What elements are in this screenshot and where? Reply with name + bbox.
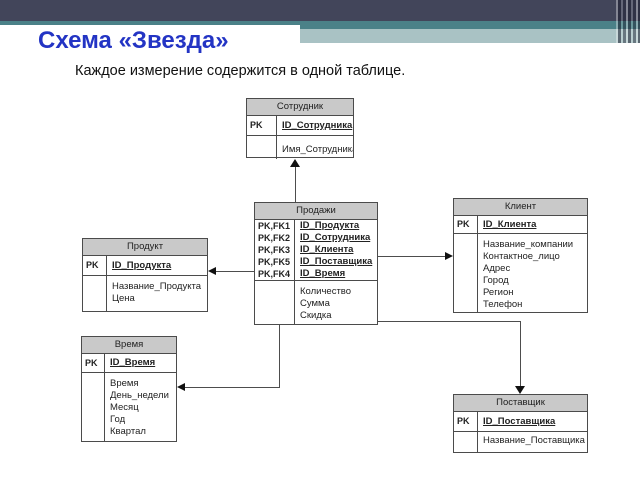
banner-teal-stripe: [0, 21, 640, 25]
banner-teal-stripe-right: [300, 25, 640, 29]
connector-prodazhi-sotrudnik: [295, 167, 296, 202]
attr-field: Адрес: [483, 263, 511, 274]
pk-label: PK,FK5: [258, 257, 291, 267]
empty-key-cell: [83, 276, 107, 311]
pk-label: PK: [86, 260, 99, 270]
attr-field: Название_Продукта: [112, 281, 202, 292]
attr-field: Квартал: [110, 426, 146, 437]
empty-key-cell: [247, 136, 277, 159]
arrowhead-right-icon: [445, 252, 453, 260]
slide-title: Схема «Звезда»: [38, 27, 229, 54]
connector-prodazhi-postavshchik-horizontal: [378, 321, 521, 322]
key-field: ID_Клиента: [300, 244, 354, 255]
empty-key-cell: [454, 234, 478, 312]
banner-sage-band: [300, 29, 640, 43]
attr-field: Сумма: [300, 298, 330, 309]
connector-prodazhi-klient: [378, 256, 446, 257]
table-title: Продажи: [255, 203, 377, 220]
arrowhead-down-icon: [515, 386, 525, 394]
key-field: ID_Поставщика: [483, 416, 556, 427]
key-field: ID_Время: [300, 268, 346, 279]
attr-field: Регион: [483, 287, 514, 298]
attr-field: Название_компании: [483, 239, 574, 250]
pk-label: PK: [85, 358, 98, 368]
key-field: ID_Поставщика: [300, 256, 373, 267]
attr-field: Город: [483, 275, 509, 286]
key-field: ID_Сотрудника: [282, 120, 353, 131]
connector-prodazhi-postavshchik-vertical: [520, 321, 521, 386]
table-title: Клиент: [454, 199, 587, 216]
attr-field: Телефон: [483, 299, 523, 310]
banner-navy-bar: [0, 0, 640, 21]
table-postavshchik: Поставщик PK ID_Поставщика Название_Пост…: [453, 394, 588, 453]
table-title: Поставщик: [454, 395, 587, 412]
arrowhead-left-icon: [208, 267, 216, 275]
connector-prodazhi-produkt: [216, 271, 254, 272]
connector-prodazhi-vremya-horizontal: [185, 387, 280, 388]
attr-field: Год: [110, 414, 126, 425]
pk-label: PK: [457, 219, 470, 229]
pk-label: PK,FK1: [258, 221, 291, 231]
attr-field: День_недели: [110, 390, 169, 401]
attr-field: Название_Поставщика: [483, 435, 585, 446]
table-prodazhi: Продажи PK,FK1 PK,FK2 PK,FK3 PK,FK5 PK,F…: [254, 202, 378, 325]
empty-key-cell: [255, 281, 295, 324]
empty-key-cell: [82, 373, 105, 441]
attr-field: Имя_Сотрудника: [282, 144, 353, 155]
table-klient: Клиент PK ID_Клиента Название_компании К…: [453, 198, 588, 313]
attr-field: Контактное_лицо: [483, 251, 560, 262]
slide-subtitle: Каждое измерение содержится в одной табл…: [75, 63, 406, 79]
empty-key-cell: [454, 432, 478, 452]
table-title: Время: [82, 337, 176, 354]
pk-label: PK,FK3: [258, 245, 291, 255]
table-title: Сотрудник: [247, 99, 353, 116]
key-field: ID_Сотрудника: [300, 232, 371, 243]
arrowhead-up-icon: [290, 159, 300, 167]
table-sotrudnik: Сотрудник PK ID_Сотрудника Имя_Сотрудник…: [246, 98, 354, 159]
attr-field: Месяц: [110, 402, 139, 413]
key-field: ID_Клиента: [483, 219, 537, 230]
connector-prodazhi-vremya-vertical: [279, 325, 280, 388]
key-field: ID_Продукта: [300, 220, 360, 231]
pk-label: PK: [457, 416, 470, 426]
banner-corner-stripes: [616, 0, 640, 43]
pk-label: PK: [250, 120, 263, 130]
pk-label: PK,FK2: [258, 233, 291, 243]
attr-field: Цена: [112, 293, 135, 304]
attr-field: Количество: [300, 286, 352, 297]
table-produkt: Продукт PK ID_Продукта Название_Продукта…: [82, 238, 208, 312]
attr-field: Скидка: [300, 310, 332, 321]
attr-field: Время: [110, 378, 139, 389]
table-vremya: Время PK ID_Время Время День_недели Меся…: [81, 336, 177, 442]
table-title: Продукт: [83, 239, 207, 256]
key-field: ID_Время: [110, 357, 156, 368]
pk-label: PK,FK4: [258, 269, 291, 279]
arrowhead-left-icon: [177, 383, 185, 391]
key-field: ID_Продукта: [112, 260, 172, 271]
